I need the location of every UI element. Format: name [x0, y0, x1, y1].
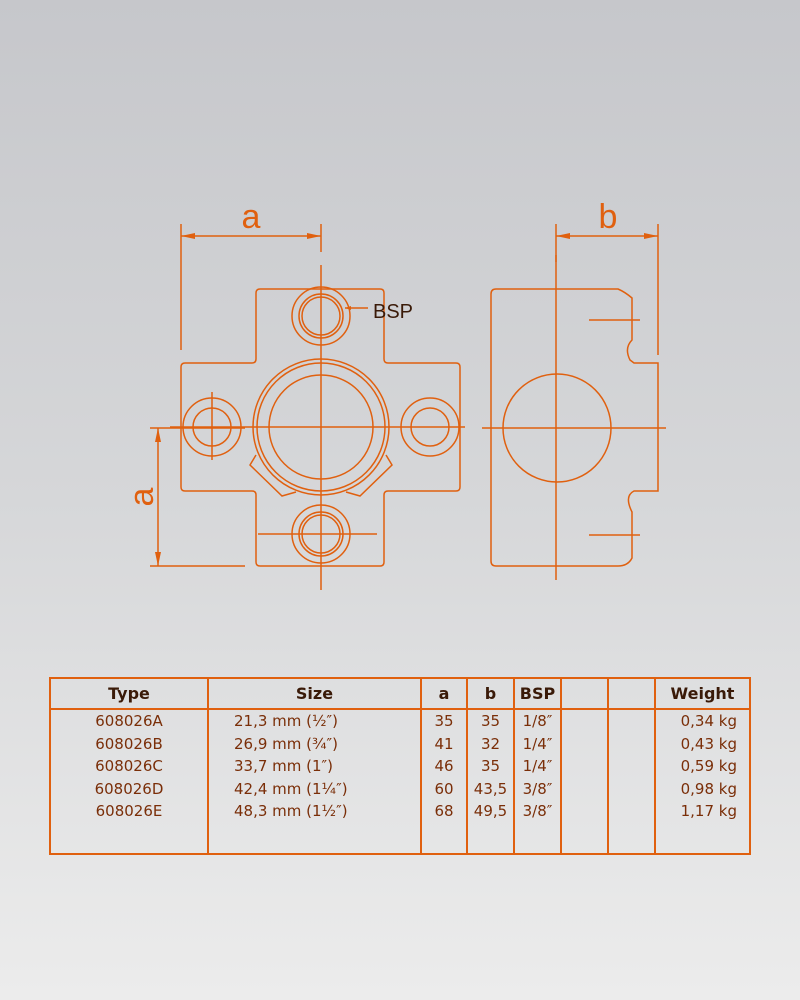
cell: 608026A	[95, 712, 163, 730]
technical-drawing: a b a BSP	[123, 198, 666, 590]
dim-a-label: a	[242, 198, 261, 236]
dim-a-vertical-label: a	[123, 487, 161, 506]
col-empty-1	[560, 709, 609, 854]
cell: 1/4″	[522, 757, 553, 775]
header-weight: Weight	[654, 678, 751, 710]
header-empty-2	[607, 678, 656, 710]
cell: 21,3 mm (½″)	[234, 712, 339, 730]
table-header: Type Size a b BSP Weight	[49, 678, 751, 710]
cell: 35	[434, 712, 454, 730]
cell: 43,5	[473, 779, 508, 798]
cell: 42,4 mm (1¼″)	[234, 779, 348, 798]
header-a: a	[420, 678, 468, 710]
cell: 608026E	[95, 802, 163, 820]
cell: 3/8″	[522, 802, 553, 820]
cell: 1/8″	[522, 712, 553, 730]
cell: 608026D	[94, 779, 164, 798]
cell: 35	[480, 712, 501, 730]
cell: 1/4″	[522, 734, 553, 753]
col-weight: 0,34 kg 0,43 kg 0,59 kg 0,98 kg 1,17 kg	[654, 709, 751, 854]
table-body: 608026A 608026B 608026C 608026D 608026E 21,3…	[49, 709, 751, 854]
cell: 60	[434, 779, 454, 798]
cell: 46	[434, 757, 454, 775]
cell: 68	[434, 802, 454, 820]
col-a: 35 41 46 60 68	[420, 709, 468, 854]
col-type: 608026A 608026B 608026C 608026D 608026E	[49, 709, 209, 854]
header-bsp: BSP	[513, 678, 562, 710]
side-view	[482, 255, 666, 580]
cell: 0,59 kg	[680, 757, 737, 775]
cell: 608026B	[95, 734, 163, 753]
dimensions: a b a BSP	[123, 198, 659, 567]
cell: 0,34 kg	[680, 712, 737, 730]
header-empty-1	[560, 678, 609, 710]
col-empty-2	[607, 709, 656, 854]
cell: 608026C	[95, 757, 163, 775]
header-b: b	[466, 678, 515, 710]
cell: 3/8″	[522, 779, 553, 798]
cell: 49,5	[473, 802, 508, 820]
bsp-label: BSP	[373, 301, 413, 323]
front-view	[170, 265, 465, 590]
cell: 35	[480, 757, 501, 775]
cell: 0,43 kg	[680, 734, 737, 753]
col-bsp: 1/8″ 1/4″ 1/4″ 3/8″ 3/8″	[513, 709, 562, 854]
cell: 33,7 mm (1″)	[234, 757, 334, 775]
cell: 1,17 kg	[680, 802, 737, 820]
header-type: Type	[49, 678, 209, 710]
cell: 48,3 mm (1½″)	[234, 802, 348, 820]
cell: 32	[480, 734, 501, 753]
cell: 41	[434, 734, 454, 753]
dim-b-label: b	[599, 198, 618, 236]
header-size: Size	[207, 678, 422, 710]
col-size: 21,3 mm (½″) 26,9 mm (¾″) 33,7 mm (1″) 42,4…	[207, 709, 422, 854]
col-b: 35 32 35 43,5 49,5	[466, 709, 515, 854]
cell: 0,98 kg	[680, 779, 737, 798]
cell: 26,9 mm (¾″)	[234, 734, 339, 753]
